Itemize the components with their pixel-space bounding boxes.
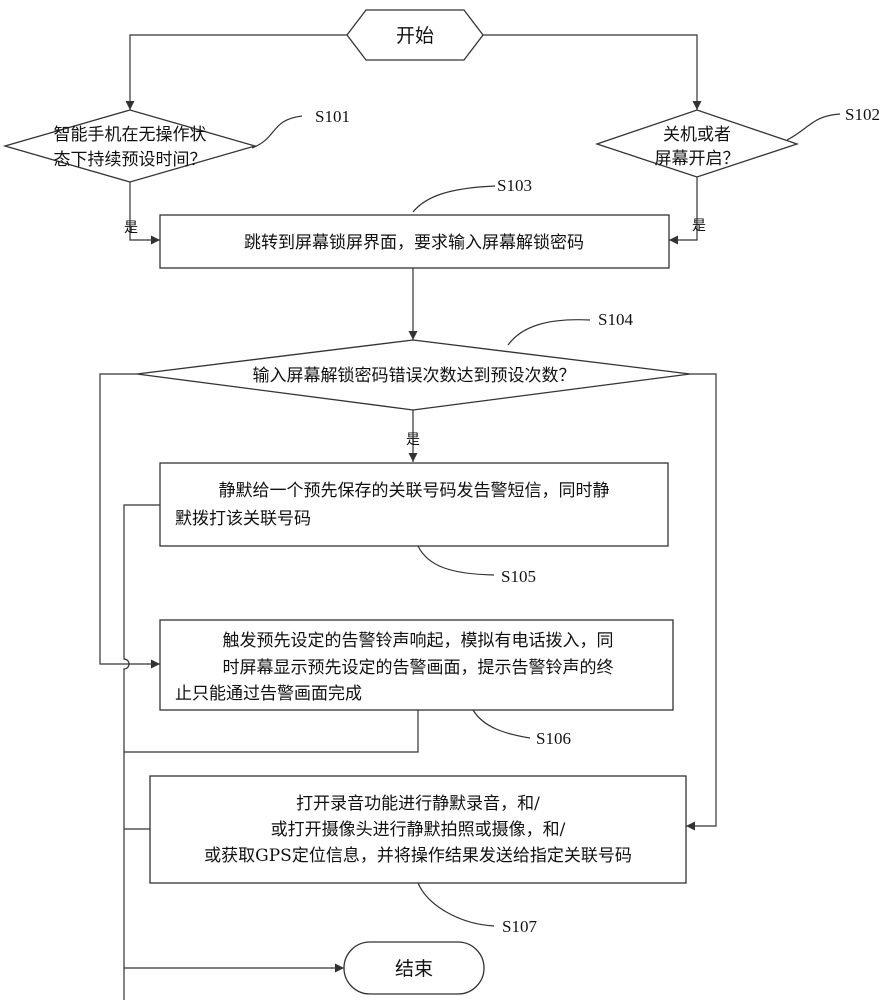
s105-text-line-1: 静默给一个预先保存的关联号码发告警短信，同时静 <box>219 481 610 501</box>
start-text: 开始 <box>396 25 434 47</box>
callout-s105 <box>417 545 495 576</box>
arrow-s104-to-s106 <box>99 373 160 669</box>
node-texts: 开始 结束 智能手机在无操作状 态下持续预设时间？ 关机或者 屏幕开启？ 跳转到… <box>54 25 740 980</box>
s107-text-line-2: 或打开摄像头进行静默拍照或摄像，和/ <box>271 820 566 840</box>
label-callouts <box>251 113 841 927</box>
yes-label-s104: 是 <box>406 432 420 448</box>
s106-label: S106 <box>536 729 571 748</box>
callout-s102 <box>786 113 841 141</box>
s103-text: 跳转到屏幕锁屏界面，要求输入屏幕解锁密码 <box>244 233 584 253</box>
s107-label: S107 <box>502 917 537 936</box>
line-s105-return <box>123 504 160 1000</box>
s105-text-line-2: 默拨打该关联号码 <box>175 509 311 529</box>
s103-label: S103 <box>497 176 532 195</box>
end-text: 结束 <box>395 958 433 980</box>
s106-text-line-3: 止只能通过告警画面完成 <box>175 684 362 704</box>
s105-box <box>159 462 669 547</box>
s106-text-line-1: 触发预先设定的告警铃声响起，模拟有电话拨入，同 <box>223 631 614 651</box>
step-labels: S101 S102 S103 S104 S105 S106 S107 <box>315 105 880 936</box>
callout-s103 <box>412 185 496 213</box>
s107-box <box>149 775 687 884</box>
s106-box <box>159 619 674 711</box>
s102-text-line-1: 关机或者 <box>663 125 731 145</box>
arrow-s104-to-s107 <box>686 373 717 831</box>
start-node <box>346 9 484 61</box>
line-s106-return <box>124 710 419 753</box>
s104-label: S104 <box>598 310 633 329</box>
s102-text-line-2: 屏幕开启？ <box>655 149 740 169</box>
s104-text: 输入屏幕解锁密码错误次数达到预设次数？ <box>253 366 576 386</box>
callout-s101 <box>251 115 303 149</box>
s103-box <box>159 214 670 269</box>
callout-s104 <box>507 319 591 346</box>
s104-decision <box>136 339 691 411</box>
arrow-start-to-s102 <box>483 34 702 110</box>
s105-label: S105 <box>501 567 536 586</box>
arrow-s101-to-s103 <box>129 182 160 245</box>
connectors <box>99 34 717 1000</box>
s101-label: S101 <box>315 107 350 126</box>
callout-s107 <box>417 882 495 927</box>
s102-label: S102 <box>845 105 880 124</box>
shapes <box>2 9 800 995</box>
arrow-s102-to-s103 <box>669 177 698 245</box>
s106-text-line-2: 时屏幕显示预先设定的告警画面，提示告警铃声的终 <box>223 658 614 678</box>
arrow-start-to-s101 <box>125 34 347 110</box>
s101-text-line-1: 智能手机在无操作状 <box>54 125 207 145</box>
s107-text-line-1: 打开录音功能进行静默录音，和/ <box>296 794 540 814</box>
s101-decision <box>2 109 258 183</box>
yes-labels: 是 是 是 <box>124 218 706 448</box>
callout-s106 <box>472 709 531 739</box>
yes-label-s102: 是 <box>692 218 706 234</box>
s101-text-line-2: 态下持续预设时间？ <box>54 150 207 170</box>
s102-decision <box>594 109 800 178</box>
yes-label-s101: 是 <box>124 220 138 236</box>
s107-text-line-3: 或获取GPS定位信息，并将操作结果发送给指定关联号码 <box>204 846 632 866</box>
end-node <box>343 941 485 995</box>
